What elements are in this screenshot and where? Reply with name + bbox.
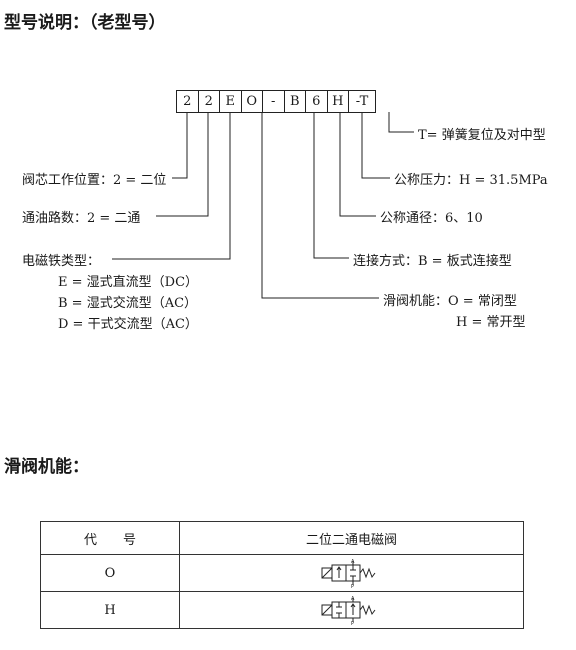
code-diameter: 6 bbox=[306, 91, 328, 112]
leader-core-position bbox=[172, 112, 188, 179]
code-dash: - bbox=[263, 91, 285, 112]
code-connection: B bbox=[285, 91, 306, 112]
row-code-o: O bbox=[40, 554, 180, 592]
label-solenoid-d: D = 干式交流型（AC） bbox=[58, 317, 198, 332]
label-function: 滑阀机能：O = 常闭型 bbox=[383, 294, 517, 309]
port-p-label: P bbox=[351, 621, 354, 625]
port-a-label: A bbox=[351, 596, 355, 602]
label-pressure: 公称压力：H = 31.5MPa bbox=[394, 173, 548, 188]
page-title: 型号说明：（老型号） bbox=[4, 13, 166, 33]
label-diameter: 公称通径：6、10 bbox=[380, 211, 483, 226]
row-code-h: H bbox=[40, 591, 180, 629]
table-header-row: 代 号 二位二通电磁阀 bbox=[40, 521, 524, 555]
leader-function bbox=[261, 112, 379, 299]
label-solenoid-b: B = 湿式交流型（AC） bbox=[58, 296, 198, 311]
leader-port-count bbox=[156, 112, 209, 217]
port-p-label: P bbox=[351, 584, 354, 588]
label-spring: T= 弹簧复位及对中型 bbox=[418, 128, 546, 143]
code-function: O bbox=[242, 91, 263, 112]
label-solenoid-e: E = 湿式直流型（DC） bbox=[58, 275, 199, 290]
section-title-function: 滑阀机能： bbox=[4, 457, 89, 477]
label-port-count: 通油路数：2 = 二通 bbox=[22, 211, 141, 226]
code-digit-ports: 2 bbox=[199, 91, 220, 112]
model-code-boxes: 2 2 E O - B 6 H -T bbox=[176, 90, 376, 113]
table-row: O bbox=[40, 554, 524, 592]
label-connection: 连接方式：B = 板式连接型 bbox=[353, 254, 512, 269]
leader-spring bbox=[388, 112, 414, 133]
label-core-position: 阀芯工作位置：2 = 二位 bbox=[22, 173, 167, 188]
leader-diameter bbox=[339, 112, 376, 217]
normally-open-valve-symbol: A P bbox=[321, 596, 375, 625]
leader-pressure bbox=[361, 112, 390, 179]
code-spring: -T bbox=[355, 94, 369, 109]
row-symbol-o: A P bbox=[179, 554, 524, 592]
code-digit-positions: 2 bbox=[177, 91, 199, 112]
label-solenoid-type: 电磁铁类型： bbox=[22, 254, 101, 269]
function-table: 代 号 二位二通电磁阀 O bbox=[40, 521, 524, 629]
leader-connection bbox=[313, 112, 349, 259]
label-function-alt: H = 常开型 bbox=[456, 315, 526, 330]
leader-solenoid bbox=[112, 112, 231, 260]
row-symbol-h: A P bbox=[179, 591, 524, 629]
header-code: 代 号 bbox=[40, 521, 180, 555]
header-name: 二位二通电磁阀 bbox=[179, 521, 524, 555]
code-solenoid: E bbox=[220, 91, 242, 112]
normally-closed-valve-symbol: A P bbox=[321, 559, 375, 588]
code-pressure: H bbox=[328, 91, 349, 112]
table-row: H bbox=[40, 591, 524, 629]
port-a-label: A bbox=[351, 559, 355, 565]
